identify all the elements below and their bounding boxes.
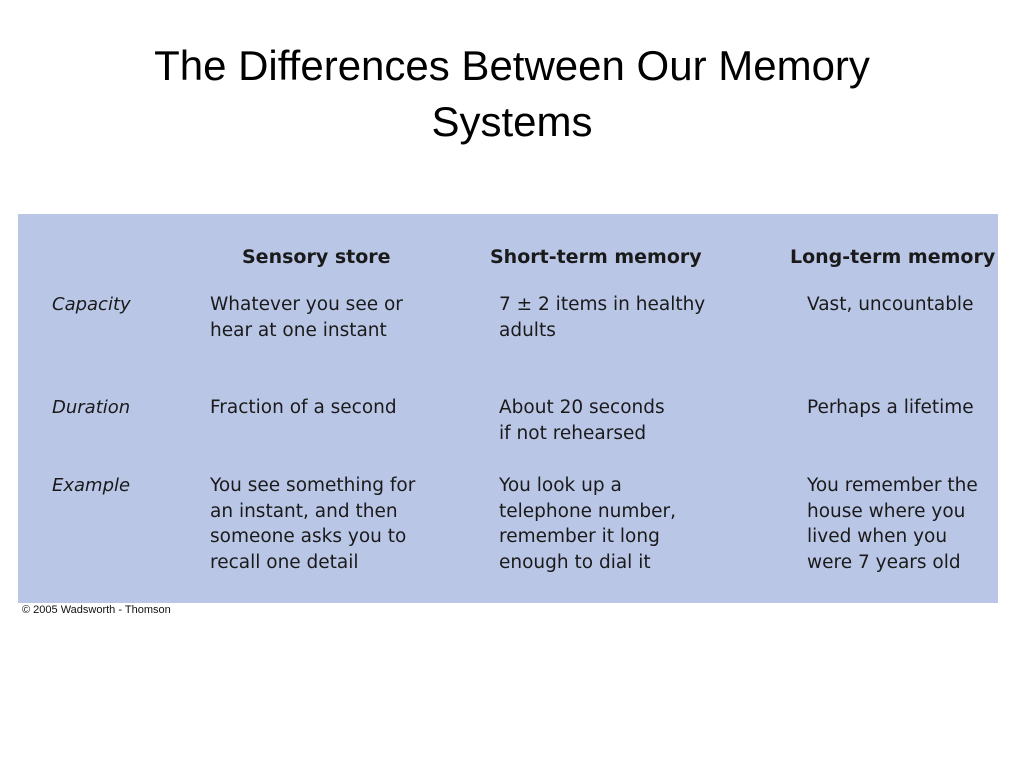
cell-line: an instant, and then (210, 500, 398, 522)
row-label-duration: Duration (52, 397, 131, 418)
cell-line: Perhaps a lifetime (807, 397, 974, 418)
cell-line: house where you (807, 500, 966, 522)
cell-line: remember it long (499, 526, 660, 548)
cell-line: Fraction of a second (210, 397, 397, 418)
cell-capacity-short-term: 7 ± 2 items in healthy adults (499, 292, 705, 343)
column-header-long-term-memory: Long-term memory (790, 246, 996, 268)
cell-duration-long-term: Perhaps a lifetime (807, 395, 974, 421)
cell-line: telephone number, (499, 500, 677, 522)
cell-line: if not rehearsed (499, 422, 647, 444)
cell-line: Vast, uncountable (807, 294, 974, 315)
slide-title-line-1: The Differences Between Our Memory (154, 42, 870, 89)
slide-title-line-2: Systems (431, 98, 593, 145)
cell-example-sensory: You see something for an instant, and th… (210, 473, 415, 576)
cell-line: hear at one instant (210, 319, 387, 341)
cell-example-short-term: You look up a telephone number, remember… (499, 473, 676, 576)
cell-line: About 20 seconds (499, 397, 665, 418)
cell-line: adults (499, 319, 556, 341)
cell-line: recall one detail (210, 552, 359, 574)
row-label-capacity: Capacity (52, 294, 131, 315)
column-header-sensory-store: Sensory store (242, 246, 391, 268)
memory-systems-table: Sensory store Short-term memory Long-ter… (18, 214, 998, 603)
cell-line: lived when you (807, 526, 948, 548)
cell-line: You remember the (807, 475, 978, 496)
cell-line: Whatever you see or (210, 294, 403, 315)
cell-line: You look up a (499, 475, 622, 496)
cell-capacity-sensory: Whatever you see or hear at one instant (210, 292, 403, 343)
cell-duration-short-term: About 20 seconds if not rehearsed (499, 395, 665, 446)
cell-line: enough to dial it (499, 552, 651, 574)
slide-title: The Differences Between Our Memory Syste… (0, 38, 1024, 150)
cell-line: 7 ± 2 items in healthy (499, 294, 706, 315)
cell-duration-sensory: Fraction of a second (210, 395, 397, 421)
column-header-short-term-memory: Short-term memory (490, 246, 702, 268)
cell-line: You see something for (210, 475, 416, 496)
cell-line: someone asks you to (210, 526, 407, 548)
cell-capacity-long-term: Vast, uncountable (807, 292, 973, 318)
cell-line: were 7 years old (807, 552, 961, 574)
cell-example-long-term: You remember the house where you lived w… (807, 473, 978, 576)
copyright-notice: © 2005 Wadsworth - Thomson (22, 604, 171, 616)
row-label-example: Example (52, 475, 131, 496)
